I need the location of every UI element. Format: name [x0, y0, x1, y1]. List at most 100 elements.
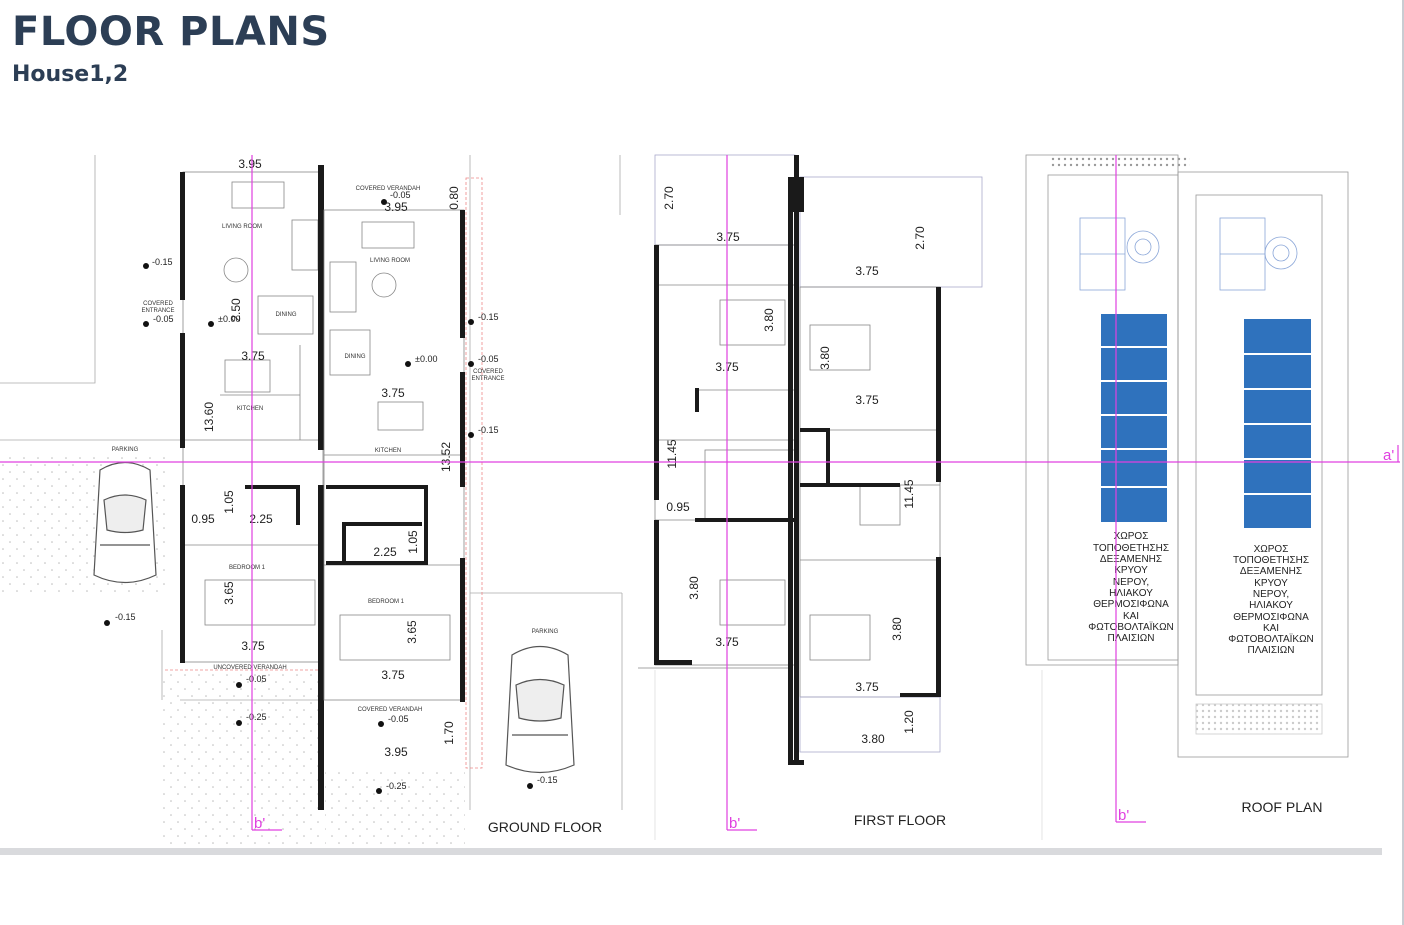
- dimension: 3.95: [238, 157, 262, 171]
- car-icon: [93, 461, 157, 584]
- dimension: 3.80: [687, 576, 701, 600]
- room-label: UNCOVERED VERANDAH: [213, 665, 286, 671]
- roof-note-line: ΝΕΡΟΥ,: [1113, 577, 1149, 588]
- dimension: 3.75: [381, 386, 405, 400]
- level-mark: -0.05: [246, 674, 267, 684]
- dimension: 3.95: [384, 745, 408, 759]
- room-label: BEDROOM 1: [229, 565, 266, 571]
- dimension: 0.95: [666, 500, 690, 514]
- dimension: 0.95: [191, 512, 215, 526]
- level-mark: -0.05: [153, 314, 174, 324]
- dimension: 3.65: [222, 581, 236, 605]
- dimension: 3.80: [861, 732, 885, 746]
- footer-bar: [0, 848, 1382, 855]
- dimension: 2.70: [662, 186, 676, 210]
- garden-gravel-2: [325, 770, 465, 850]
- dimension: 3.75: [855, 680, 879, 694]
- dimension: 13.60: [202, 402, 216, 432]
- roof-note-line: ΝΕΡΟΥ,: [1253, 589, 1289, 600]
- ground-floor-plan: LIVING ROOM LIVING ROOM DINING DINING KI…: [0, 155, 623, 850]
- room-label: BEDROOM 1: [368, 599, 405, 605]
- room-label: DINING: [345, 354, 366, 360]
- drawing-dividers: [654, 670, 1043, 840]
- dimension: 3.80: [762, 308, 776, 332]
- dimension: 1.05: [406, 530, 420, 554]
- room-label: ENTRANCE: [471, 376, 504, 382]
- room-label: COVERED VERANDAH: [356, 186, 421, 192]
- house1-ground-heavy-walls: [180, 165, 324, 810]
- dimension: 1.05: [222, 490, 236, 514]
- house2-first-heavy-walls: [788, 177, 941, 765]
- room-label: KITCHEN: [375, 448, 401, 454]
- level-mark: -0.15: [478, 425, 499, 435]
- roof-note-line: ΦΩΤΟΒΟΛΤΑΪΚΩΝ: [1088, 621, 1174, 633]
- roof-note-line: ΚΑΙ: [1263, 623, 1279, 634]
- dimension: 11.45: [665, 439, 679, 468]
- room-label: LIVING ROOM: [222, 224, 262, 230]
- level-symbols: [104, 199, 533, 794]
- house1-ground-walls: [165, 171, 324, 671]
- dimension: 3.80: [818, 346, 832, 370]
- roof-note-line: ΗΛΙΑΚΟΥ: [1109, 588, 1153, 599]
- room-label: COVERED: [143, 301, 173, 307]
- solar-panel-array-house1: [1099, 312, 1169, 524]
- dimension: 3.75: [855, 393, 879, 407]
- level-mark: ±0.00: [218, 314, 240, 324]
- section-title-first: FIRST FLOOR: [854, 812, 946, 828]
- dimension: 3.75: [241, 639, 265, 653]
- roof-note-line: ΤΟΠΟΘΕΤΗΣΗΣ: [1233, 555, 1309, 566]
- water-tank-icon: [1219, 217, 1298, 291]
- dimension: 1.20: [902, 710, 916, 734]
- dimension: 3.75: [855, 264, 879, 278]
- water-tank-icon: [1079, 217, 1160, 291]
- section-marker-b: b': [729, 815, 740, 832]
- section-lines: [0, 155, 1400, 831]
- car-icon: [505, 645, 575, 774]
- level-mark: -0.25: [246, 712, 267, 722]
- level-mark: -0.15: [478, 312, 499, 322]
- level-mark: ±0.00: [415, 354, 437, 364]
- first-floor-plan: 2.70 2.70 3.75 3.75 3.80 3.80 3.75 3.75 …: [638, 154, 983, 828]
- room-label: PARKING: [112, 447, 139, 453]
- roof-note-line: ΚΡΥΟΥ: [1114, 565, 1148, 576]
- room-label: COVERED VERANDAH: [358, 707, 423, 713]
- dimension: 2.70: [913, 226, 927, 250]
- level-mark: -0.15: [152, 257, 173, 267]
- roof-note-line: ΠΛΑΙΣΙΩΝ: [1107, 633, 1154, 644]
- level-mark: -0.25: [386, 781, 407, 791]
- roof-note-line: ΧΩΡΟΣ: [1114, 531, 1149, 542]
- garden-gravel: [160, 670, 320, 850]
- room-label: PARKING: [532, 629, 559, 635]
- level-mark: -0.05: [478, 354, 499, 364]
- section-marker-b: b': [254, 815, 265, 832]
- dimension: 13.52: [439, 442, 453, 472]
- page-subtitle: House1,2: [12, 62, 129, 87]
- roof-note-line: ΚΑΙ: [1123, 611, 1139, 622]
- dimension: 2.25: [249, 512, 273, 526]
- house1-first-heavy-walls: [654, 155, 799, 765]
- dimension: 3.75: [241, 349, 265, 363]
- dimension: 3.95: [384, 200, 408, 214]
- section-title-ground: GROUND FLOOR: [488, 819, 602, 835]
- section-title-roof: ROOF PLAN: [1242, 799, 1323, 815]
- level-mark: -0.05: [390, 190, 411, 200]
- roof-note-line: ΘΕΡΜΟΣΙΦΩΝΑ: [1233, 612, 1309, 623]
- room-label: KITCHEN: [237, 406, 263, 412]
- roof-note-line: ΦΩΤΟΒΟΛΤΑΪΚΩΝ: [1228, 633, 1314, 645]
- roof-hatch: [1050, 155, 1190, 167]
- dimension: 3.75: [716, 230, 740, 244]
- roof-note-line: ΗΛΙΑΚΟΥ: [1249, 600, 1293, 611]
- roof-note-line: ΚΡΥΟΥ: [1254, 578, 1288, 589]
- dimension: 2.50: [229, 298, 243, 322]
- room-label: DINING: [276, 312, 297, 318]
- section-marker-a: a': [1383, 447, 1394, 464]
- dimension: 3.75: [381, 668, 405, 682]
- roof-note-line: ΧΩΡΟΣ: [1254, 544, 1289, 555]
- roof-hatch: [1195, 703, 1323, 735]
- dimension: 0.80: [447, 186, 461, 210]
- dimension: 1.70: [442, 721, 456, 745]
- dimension: 11.45: [902, 479, 916, 508]
- roof-outlines: [1025, 154, 1349, 758]
- room-label: LIVING ROOM: [370, 258, 410, 264]
